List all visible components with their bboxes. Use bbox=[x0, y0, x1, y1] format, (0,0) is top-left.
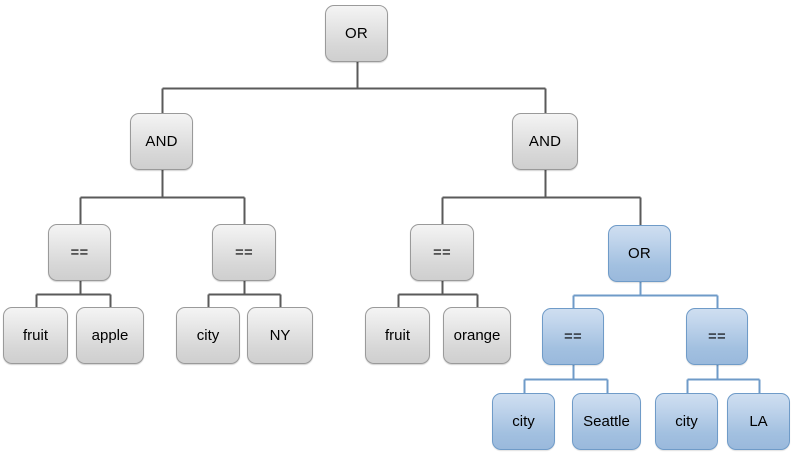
tree-node-label: == bbox=[433, 244, 451, 261]
tree-node-label: LA bbox=[749, 413, 768, 430]
tree-node-label: fruit bbox=[384, 327, 410, 344]
tree-node-or-inner[interactable]: OR bbox=[608, 225, 671, 282]
tree-node-label: city bbox=[196, 327, 220, 344]
edge-group-eq1-to-leaves bbox=[35, 281, 112, 307]
tree-node-label: OR bbox=[345, 25, 368, 42]
tree-node-label: NY bbox=[269, 327, 291, 344]
tree-node-eq-1[interactable]: == bbox=[48, 224, 111, 281]
edge-group-eq3-to-leaves bbox=[397, 281, 479, 307]
tree-node-label: Seattle bbox=[583, 413, 630, 430]
edge-group-eq5-to-leaves bbox=[686, 365, 761, 393]
tree-node-label: apple bbox=[91, 327, 129, 344]
tree-node-leaf-seattle[interactable]: Seattle bbox=[572, 393, 641, 450]
edge-group-eq2-to-leaves bbox=[207, 281, 282, 307]
tree-node-label: AND bbox=[145, 133, 178, 150]
edge-group-or-to-eqs bbox=[572, 282, 719, 308]
edge-group-eq4-to-leaves bbox=[523, 365, 609, 393]
tree-node-label: fruit bbox=[22, 327, 48, 344]
tree-node-label: city bbox=[675, 413, 698, 430]
tree-node-leaf-fruit-1[interactable]: fruit bbox=[3, 307, 68, 364]
edge-group-andR-to-eq-or bbox=[441, 170, 642, 225]
tree-node-label: == bbox=[564, 328, 582, 345]
tree-node-label: OR bbox=[628, 245, 651, 262]
tree-node-leaf-fruit-2[interactable]: fruit bbox=[365, 307, 430, 364]
tree-node-leaf-ny[interactable]: NY bbox=[247, 307, 313, 364]
tree-node-leaf-orange[interactable]: orange bbox=[443, 307, 511, 364]
tree-node-and-left[interactable]: AND bbox=[130, 113, 193, 170]
tree-node-label: orange bbox=[453, 327, 501, 344]
tree-node-leaf-city-3[interactable]: city bbox=[655, 393, 718, 450]
tree-node-leaf-city-1[interactable]: city bbox=[176, 307, 240, 364]
edge-group-root-to-ands bbox=[161, 62, 547, 113]
tree-node-label: AND bbox=[528, 133, 562, 150]
tree-node-eq-4[interactable]: == bbox=[542, 308, 604, 365]
tree-node-label: == bbox=[235, 244, 253, 261]
tree-node-leaf-apple[interactable]: apple bbox=[76, 307, 144, 364]
tree-node-leaf-la[interactable]: LA bbox=[727, 393, 790, 450]
tree-node-eq-2[interactable]: == bbox=[212, 224, 276, 281]
tree-node-and-right[interactable]: AND bbox=[512, 113, 578, 170]
edge-group-andL-to-eqs bbox=[79, 170, 246, 224]
tree-node-eq-5[interactable]: == bbox=[686, 308, 748, 365]
tree-node-label: == bbox=[708, 328, 726, 345]
tree-node-label: == bbox=[70, 244, 89, 261]
tree-node-eq-3[interactable]: == bbox=[410, 224, 474, 281]
tree-node-leaf-city-2[interactable]: city bbox=[492, 393, 555, 450]
tree-node-label: city bbox=[512, 413, 535, 430]
tree-node-root[interactable]: OR bbox=[325, 5, 388, 62]
